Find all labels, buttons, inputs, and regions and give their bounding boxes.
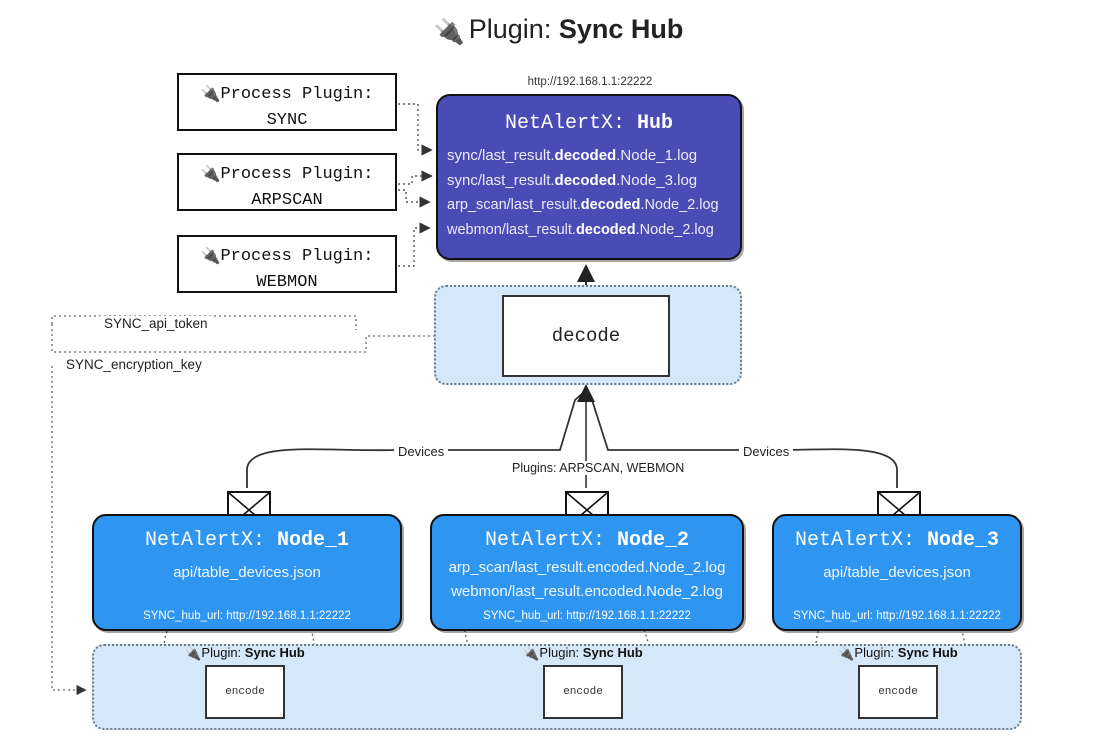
log-mid: decoded [554, 172, 617, 189]
encode-subgraph-node-2: 🔌Plugin: Sync Hub encode [466, 644, 700, 730]
hub-log-row: arp_scan/last_result.decoded.Node_2.log [438, 193, 740, 218]
plug-icon: 🔌 [433, 18, 465, 46]
node-hub-url: SYNC_hub_url: http://192.168.1.1:22222 [143, 610, 351, 622]
node-title: NetAlertX: Node_3 [774, 529, 1020, 552]
log-pre: webmon/last_result. [447, 222, 576, 238]
process-plugin-label: Process Plugin: [220, 247, 374, 266]
process-plugin-label: Process Plugin: [220, 165, 374, 184]
node-hub-url: SYNC_hub_url: http://192.168.1.1:22222 [793, 610, 1001, 622]
hub-title: NetAlertX: Hub [438, 112, 740, 135]
node-app: NetAlertX: [484, 529, 617, 552]
node-box-node-2[interactable]: NetAlertX: Node_2 arp_scan/last_result.e… [430, 514, 744, 631]
hub-log-list: sync/last_result.decoded.Node_1.log sync… [438, 143, 740, 243]
process-plugin-box-arpscan[interactable]: 🔌Process Plugin: ARPSCAN [177, 153, 397, 211]
log-post: .Node_2.log [640, 197, 719, 213]
process-plugin-name: WEBMON [256, 273, 318, 292]
node-box-node-1[interactable]: NetAlertX: Node_1 api/table_devices.json… [92, 514, 402, 631]
encode-subgraph-prefix: Plugin: [201, 645, 245, 660]
plug-icon: 🔌 [185, 646, 202, 661]
log-post: .Node_3.log [616, 172, 698, 189]
hub-log-row: webmon/last_result.decoded.Node_2.log [438, 218, 740, 243]
plug-icon: 🔌 [200, 166, 221, 183]
hub-log-row: sync/last_result.decoded.Node_1.log [438, 143, 740, 168]
sync-api-token-label: SYNC_api_token [100, 316, 212, 331]
node-box-node-3[interactable]: NetAlertX: Node_3 api/table_devices.json… [772, 514, 1022, 631]
encode-subgraph-title: 🔌Plugin: Sync Hub [128, 645, 362, 662]
edge-label-plugins-center: Plugins: ARPSCAN, WEBMON [508, 461, 689, 475]
process-plugin-box-webmon[interactable]: 🔌Process Plugin: WEBMON [177, 235, 397, 293]
encode-subgraph-name: Sync Hub [582, 645, 643, 660]
node-name: Node_1 [277, 529, 350, 552]
node-name: Node_3 [927, 529, 1000, 552]
encode-subgraph-prefix: Plugin: [539, 645, 583, 660]
encode-subgraph-prefix: Plugin: [854, 645, 898, 660]
node-resource-line: api/table_devices.json [823, 564, 971, 581]
hub-app: NetAlertX: [504, 112, 637, 135]
process-plugin-label: Process Plugin: [220, 85, 374, 104]
log-pre: arp_scan/last_result. [447, 197, 581, 213]
log-pre: sync/last_result. [447, 147, 555, 164]
log-post: .Node_2.log [635, 222, 714, 238]
node-hub-url: SYNC_hub_url: http://192.168.1.1:22222 [483, 610, 691, 622]
encode-subgraph-title: 🔌Plugin: Sync Hub [466, 645, 700, 662]
log-pre: sync/last_result. [447, 172, 555, 189]
encode-box[interactable]: encode [858, 665, 938, 719]
log-post: .Node_1.log [616, 147, 698, 164]
page-title: 🔌Plugin: Sync Hub [0, 14, 1117, 47]
log-mid: decoded [575, 222, 636, 238]
encode-subgraph-name: Sync Hub [897, 645, 958, 660]
process-plugin-name: ARPSCAN [251, 191, 323, 210]
node-resource-line: arp_scan/last_result.encoded.Node_2.log [448, 559, 726, 576]
plug-icon: 🔌 [523, 646, 540, 661]
encode-subgraph-title: 🔌Plugin: Sync Hub [800, 645, 996, 662]
sync-encryption-key-label: SYNC_encryption_key [62, 357, 206, 372]
log-mid: decoded [554, 147, 617, 164]
plug-icon: 🔌 [200, 86, 221, 103]
node-app: NetAlertX: [144, 529, 277, 552]
hub-log-row: sync/last_result.decoded.Node_3.log [438, 168, 740, 193]
process-plugin-box-sync[interactable]: 🔌Process Plugin: SYNC [177, 73, 397, 131]
hub-name: Hub [637, 112, 674, 135]
node-name: Node_2 [617, 529, 690, 552]
encode-subgraph-name: Sync Hub [244, 645, 305, 660]
page-title-prefix: Plugin: [468, 14, 559, 44]
node-title: NetAlertX: Node_1 [94, 529, 400, 552]
encode-box[interactable]: encode [543, 665, 623, 719]
encode-subgraph-node-3: 🔌Plugin: Sync Hub encode [800, 644, 996, 730]
node-title: NetAlertX: Node_2 [432, 529, 742, 552]
page-title-name: Sync Hub [558, 14, 684, 44]
plug-icon: 🔌 [200, 248, 221, 265]
hub-node[interactable]: NetAlertX: Hub sync/last_result.decoded.… [436, 94, 742, 260]
log-mid: decoded [580, 197, 641, 213]
encode-box[interactable]: encode [205, 665, 285, 719]
node-app: NetAlertX: [794, 529, 927, 552]
hub-url-label: http://192.168.1.1:22222 [527, 76, 653, 88]
encode-subgraph-node-1: 🔌Plugin: Sync Hub encode [128, 644, 362, 730]
edge-label-devices-right: Devices [739, 444, 794, 459]
process-plugin-name: SYNC [266, 111, 308, 130]
edge-label-devices-left: Devices [394, 444, 449, 459]
node-resource-line: webmon/last_result.encoded.Node_2.log [451, 583, 723, 600]
node-resource-line: api/table_devices.json [173, 564, 321, 581]
decode-box[interactable]: decode [502, 295, 670, 377]
plug-icon: 🔌 [838, 646, 855, 661]
